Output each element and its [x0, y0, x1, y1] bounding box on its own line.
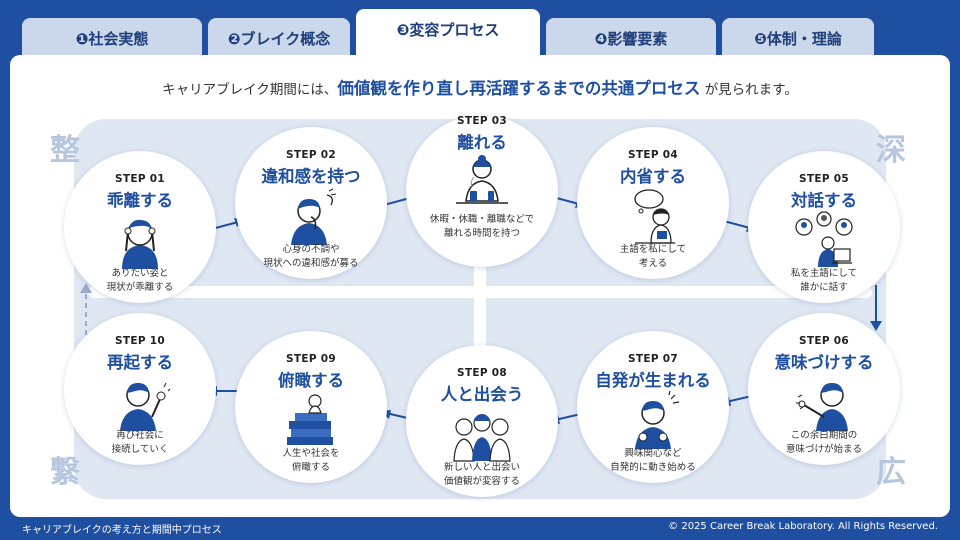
step-title: 違和感を持つ — [261, 167, 361, 186]
step-number: STEP 09 — [286, 353, 336, 365]
thinking-person-icon — [634, 189, 675, 244]
step-description: ありたい姿と 現状が乖離する — [106, 268, 174, 293]
step-card-05[interactable]: STEP 05 対話する 私を主語にして 誰かに話す — [748, 151, 900, 303]
step-number: STEP 07 — [628, 353, 678, 365]
intro-suffix: が見られます。 — [704, 82, 798, 98]
step-description: 心身の不調や 現状への違和感が募る — [263, 244, 359, 269]
step-description: 興味関心など 自発的に動き始める — [610, 448, 696, 473]
fist-pump-icon — [120, 382, 170, 431]
tab-transformation-process[interactable]: ❸変容プロセス — [356, 9, 540, 59]
online-talk-icon — [795, 211, 853, 267]
step-number: STEP 06 — [799, 335, 849, 347]
meeting-people-icon — [453, 414, 511, 462]
intro-text: キャリアブレイク期間には、価値観を作り直し再活躍するまでの共通プロセス が見られ… — [10, 75, 950, 99]
step-number: STEP 08 — [457, 367, 507, 379]
arrow-step10-to-1-dashed — [80, 283, 92, 335]
step-title: 対話する — [791, 191, 857, 210]
intro-prefix: キャリアブレイク期間には、 — [162, 82, 338, 98]
step-description: 人生や社会を 俯瞰する — [282, 448, 340, 473]
step-card-10[interactable]: STEP 10 再起する 再び社会に 接続していく — [64, 313, 216, 465]
head-in-hands-icon — [122, 219, 158, 269]
step-title: 自発が生まれる — [595, 371, 711, 390]
step-number: STEP 10 — [115, 335, 165, 347]
relaxing-person-icon — [456, 155, 508, 204]
step-number: STEP 03 — [457, 115, 507, 127]
step-description: この余白期間の 意味づけが始まる — [785, 430, 862, 455]
overlooking-books-icon — [287, 394, 333, 445]
arrow-step5-to-6 — [870, 285, 882, 331]
inspired-person-icon — [635, 391, 680, 449]
tab-influencing-factors[interactable]: ❹影響要素 — [546, 18, 716, 58]
step-title: 再起する — [107, 353, 173, 372]
step-description: 休暇・休職・離職などで 離れる時間を持つ — [429, 214, 535, 239]
step-number: STEP 05 — [799, 173, 849, 185]
corner-label-top-right: 深 — [876, 133, 906, 168]
step-title: 乖離する — [107, 191, 173, 210]
step-number: STEP 01 — [115, 173, 165, 185]
corner-label-bottom-right: 広 — [876, 455, 906, 490]
corner-label-bottom-left: 繋 — [50, 455, 80, 490]
step-description: 新しい人と出会い 価値観が変容する — [443, 462, 520, 487]
intro-highlight: 価値観を作り直し再活躍するまでの共通プロセス — [337, 79, 701, 98]
step-card-03[interactable]: STEP 03 離れる 休暇・休職・離職などで 離れる時間を持つ — [406, 115, 558, 267]
step-card-07[interactable]: STEP 07 自発が生まれる 興味関心など 自発的に動き始める — [577, 331, 729, 483]
footer-title: キャリアブレイクの考え方と期間中プロセス — [22, 525, 222, 536]
step-title: 人と出会う — [440, 385, 524, 404]
tab-social-reality[interactable]: ❶社会実態 — [22, 18, 202, 58]
tab-bar: ❶社会実態 ❷ブレイク概念 ❸変容プロセス ❹影響要素 ❺体制・理論 — [22, 9, 938, 59]
step-description: 私を主語にして 誰かに話す — [790, 268, 858, 293]
pointing-person-icon — [796, 383, 848, 431]
step-title: 内省する — [620, 167, 686, 186]
step-card-02[interactable]: STEP 02 違和感を持つ 心身の不調や 現状への違和感が募る — [235, 127, 387, 279]
step-title: 俯瞰する — [278, 371, 344, 390]
step-card-06[interactable]: STEP 06 意味づけする この余白期間の 意味づけが始まる — [748, 313, 900, 465]
step-card-08[interactable]: STEP 08 人と出会う 新しい人と出会い 価値観が変容する — [406, 345, 558, 497]
step-description: 主語を私にして 考える — [619, 244, 687, 269]
content-card: キャリアブレイク期間には、価値観を作り直し再活躍するまでの共通プロセス が見られ… — [10, 55, 950, 517]
worried-person-icon — [291, 188, 337, 245]
step-card-09[interactable]: STEP 09 俯瞰する 人生や社会を 俯瞰する — [235, 331, 387, 483]
step-card-04[interactable]: STEP 04 内省する 主語を私にして 考える — [577, 127, 729, 279]
step-title: 意味づけする — [774, 353, 874, 372]
step-description: 再び社会に 接続していく — [111, 430, 169, 455]
step-card-01[interactable]: STEP 01 乖離する ありたい姿と 現状が乖離する — [64, 151, 216, 303]
step-title: 離れる — [457, 133, 507, 152]
footer-copyright: © 2025 Career Break Laboratory. All Righ… — [668, 521, 938, 532]
step-number: STEP 04 — [628, 149, 678, 161]
step-number: STEP 02 — [286, 149, 336, 161]
tab-system-theory[interactable]: ❺体制・理論 — [722, 18, 874, 58]
corner-label-top-left: 整 — [50, 133, 80, 168]
tab-break-concept[interactable]: ❷ブレイク概念 — [208, 18, 350, 58]
